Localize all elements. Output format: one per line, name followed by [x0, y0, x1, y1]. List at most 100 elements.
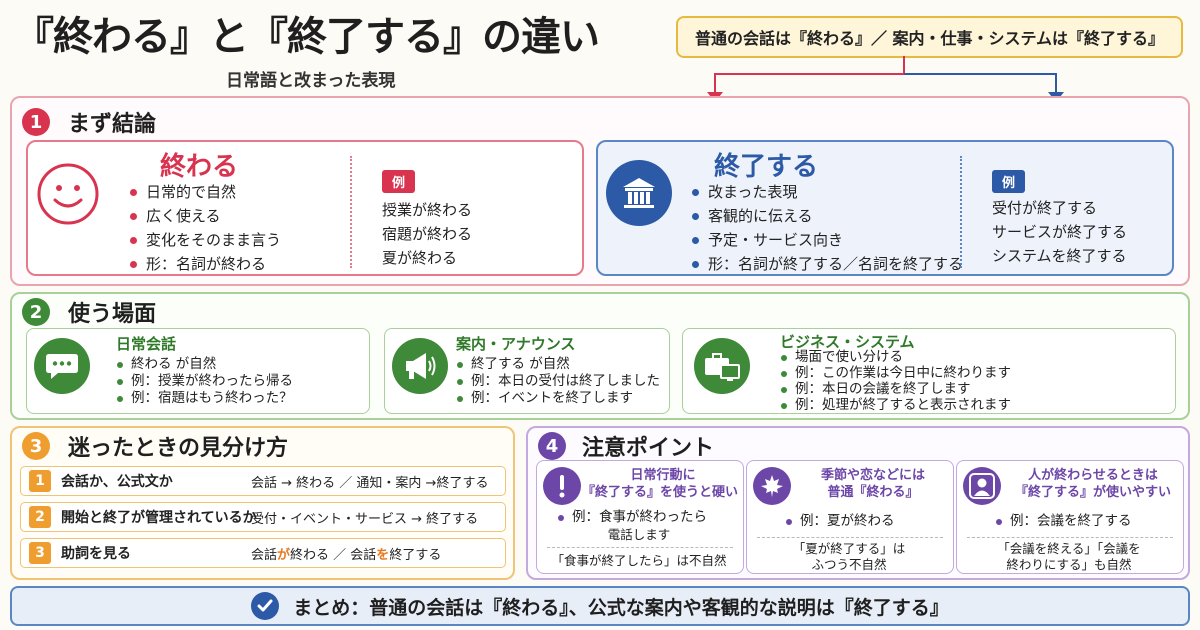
- example-tag: 例: [992, 170, 1026, 193]
- list-item: 例：本日の受付は終了しました: [456, 373, 660, 390]
- caution-title: 普通『終わる』: [827, 485, 919, 500]
- section-number: 4: [538, 432, 566, 460]
- summary-footer: まとめ：普通の会話は『終わる』、公式な案内や客観的な説明は『終了する』: [10, 586, 1190, 626]
- criteria-row: 2 開始と終了が管理されているか 受付・イベント・サービス → 終了する: [20, 502, 506, 532]
- list-item: 例：本日の会議を終了します: [780, 381, 1011, 397]
- list-item: 形：名詞が終わる: [128, 252, 281, 276]
- caution-example: 例：会議を終了する: [995, 513, 1132, 530]
- caution-note: ふつう不自然: [811, 557, 887, 572]
- list-item: 例：宿題はもう終わった？: [116, 390, 293, 407]
- desc-part: 会話: [251, 547, 278, 563]
- owaru-examples: 授業が終わる 宿題が終わる 夏が終わる: [382, 198, 472, 270]
- example-item: 夏が終わる: [382, 249, 458, 267]
- summary-text: まとめ：普通の会話は『終わる』、公式な案内や客観的な説明は『終了する』: [293, 596, 949, 619]
- scene-points: 終了する が自然 例：本日の受付は終了しました 例：イベントを終了します: [456, 356, 660, 407]
- row-label: 開始と終了が管理されているか: [61, 510, 257, 526]
- divider: [967, 537, 1173, 538]
- term-owaru: 終わる: [160, 152, 239, 182]
- divider: [350, 156, 352, 268]
- list-item: 場面で使い分ける: [780, 349, 1011, 365]
- row-desc: 会話 → 終わる ／ 通知・案内 →終了する: [251, 475, 489, 491]
- caution-card: 季節や恋などには 普通『終わる』 例：夏が終わる 「夏が終了する」は ふつう不自…: [746, 460, 954, 574]
- caution-example: 例：食事が終わったら: [557, 509, 707, 526]
- scene-points: 場面で使い分ける 例：この作業は今日中に終わります 例：本日の会議を終了します …: [780, 349, 1011, 413]
- section-heading: まず結論: [68, 112, 157, 137]
- list-item: 日常的で自然: [128, 180, 281, 204]
- caution-title: 季節や恋などには: [820, 468, 925, 483]
- scene-title: ビジネス・システム: [780, 333, 915, 351]
- list-item: 例：授業が終わったら帰る: [116, 373, 293, 390]
- row-number: 3: [29, 542, 51, 564]
- divider: [960, 156, 962, 268]
- exclamation-icon: [543, 467, 581, 505]
- section-number: 2: [22, 298, 50, 326]
- list-item: 終了する が自然: [456, 356, 660, 373]
- example-item: 受付が終了する: [992, 199, 1098, 217]
- caution-example: 例：夏が終わる: [785, 513, 895, 530]
- check-circle-icon: [251, 592, 280, 620]
- megaphone-icon: [392, 338, 448, 394]
- divider: [757, 537, 943, 538]
- caution-note: 終わりにする」も自然: [1006, 557, 1132, 572]
- caution-note: 「会議を終える」「会議を: [997, 541, 1141, 556]
- row-label: 助詞を見る: [61, 546, 131, 562]
- shuuryou-examples: 受付が終了する サービスが終了する システムを終了する: [992, 196, 1127, 268]
- caution-title: 人が終わらせるときは: [1028, 468, 1158, 483]
- briefcase-monitor-icon: [694, 338, 750, 394]
- page-subtitle: 日常語と改まった表現: [226, 71, 396, 91]
- caution-note: 「夏が終了する」は: [792, 541, 906, 556]
- example-item: 宿題が終わる: [382, 225, 473, 243]
- desc-part: 終了する: [389, 547, 442, 563]
- scene-title: 日常会話: [116, 335, 177, 353]
- caution-card: 人が終わらせるときは 『終了する』が使いやすい 例：会議を終了する 「会議を終え…: [956, 460, 1184, 574]
- list-item: 改まった表現: [690, 180, 963, 204]
- row-number: 2: [29, 506, 51, 528]
- list-item: 例：夏が終わる: [785, 513, 895, 530]
- list-item: 例：処理が終了すると表示されます: [780, 397, 1011, 413]
- caution-title: 『終了する』が使いやすい: [1014, 485, 1171, 500]
- particle-highlight: が: [277, 547, 291, 563]
- card-shuuryou: [596, 140, 1174, 276]
- list-item: 広く使える: [128, 204, 281, 228]
- summary-box: 普通の会話は『終わる』／ 案内・仕事・システムは『終了する』: [676, 16, 1183, 58]
- row-desc: 受付・イベント・サービス → 終了する: [251, 511, 479, 527]
- example-tag: 例: [382, 170, 416, 193]
- list-item: 終わる が自然: [116, 356, 293, 373]
- criteria-row: 3 助詞を見る 会話が終わる ／ 会話を終了する: [20, 538, 506, 568]
- row-number: 1: [29, 470, 51, 492]
- caution-title: 『終了する』を使うと硬い: [581, 485, 738, 500]
- person-icon: [963, 467, 1001, 505]
- list-item: 例：この作業は今日中に終わります: [780, 365, 1011, 381]
- term-shuuryou: 終了する: [714, 152, 819, 182]
- divider: [547, 547, 733, 548]
- list-item: 例：イベントを終了します: [456, 390, 660, 407]
- row-desc: 会話が終わる ／ 会話を終了する: [251, 544, 441, 563]
- page-title: 『終わる』と『終了する』の違い: [14, 14, 600, 60]
- example-item: 授業が終わる: [382, 201, 473, 219]
- desc-part: 終わる ／ 会話: [290, 547, 377, 563]
- example-item: サービスが終了する: [992, 223, 1128, 241]
- criteria-row: 1 会話か、公式文か 会話 → 終わる ／ 通知・案内 →終了する: [20, 466, 506, 496]
- example-item: システムを終了する: [992, 247, 1127, 265]
- scene-points: 終わる が自然 例：授業が終わったら帰る 例：宿題はもう終わった？: [116, 356, 293, 407]
- section-number: 1: [22, 108, 50, 136]
- caution-card: 日常行動に 『終了する』を使うと硬い 例：食事が終わったら 電話します 「食事が…: [536, 460, 744, 574]
- example-continued: 電話します: [607, 527, 671, 542]
- institution-building-icon: [606, 160, 672, 226]
- list-item: 変化をそのまま言う: [128, 228, 281, 252]
- owaru-points: 日常的で自然 広く使える 変化をそのまま言う 形：名詞が終わる: [128, 180, 281, 276]
- list-item: 形：名詞が終了する／名詞を終了する: [690, 252, 963, 276]
- list-item: 例：食事が終わったら: [557, 509, 707, 526]
- chat-bubble-icon: [34, 338, 90, 394]
- caution-title: 日常行動に: [630, 468, 696, 483]
- list-item: 例：会議を終了する: [995, 513, 1132, 530]
- scene-card-business: [682, 328, 1176, 414]
- section-heading: 迷ったときの見分け方: [68, 436, 289, 461]
- particle-highlight: を: [376, 547, 390, 563]
- section-number: 3: [22, 432, 50, 460]
- caution-note: 「食事が終了したら」は不自然: [551, 553, 727, 568]
- section-heading: 使う場面: [68, 302, 157, 327]
- scene-title: 案内・アナウンス: [456, 335, 576, 353]
- card-owaru: [26, 140, 584, 276]
- maple-leaf-icon: [753, 467, 791, 505]
